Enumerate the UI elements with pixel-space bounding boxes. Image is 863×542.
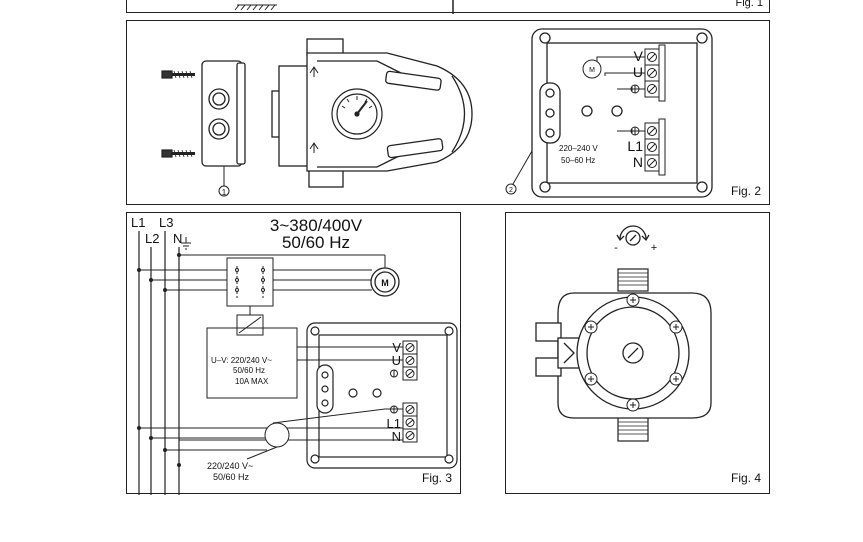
fig2-terminal-U: U — [633, 64, 643, 80]
fig2-supply-voltage: 220–240 V — [559, 144, 598, 153]
terminal-box — [306, 322, 458, 469]
fig2-terminal-L1: L1 — [627, 138, 643, 154]
fig1-partial-drawing — [234, 0, 454, 14]
ground-hatch-icon — [234, 4, 277, 11]
fig3-title-freq: 50/60 Hz — [282, 233, 350, 252]
fig2-drawing: 1 — [161, 28, 713, 198]
fig3-terminal-V: V — [392, 340, 401, 355]
pressure-controller — [271, 38, 473, 188]
fig1-caption: Fig. 1 — [735, 0, 763, 9]
ground-terminal-icon — [630, 84, 640, 136]
relay-line2: 50/60 Hz — [233, 366, 265, 375]
fig3-terminal-N: N — [392, 429, 401, 444]
callout-2-label: 2 — [509, 187, 513, 194]
bus-label-L3: L3 — [159, 215, 173, 230]
fig3-title-voltage: 3~380/400V — [270, 216, 363, 235]
fig3-panel: L1 L2 L3 N 3~380/400V 50/60 Hz — [126, 212, 461, 495]
fig3-terminal-L1: L1 — [387, 416, 401, 431]
motor-icon — [582, 59, 602, 79]
controller-housing — [535, 292, 712, 419]
bus-label-L1: L1 — [131, 215, 145, 230]
pressure-gauge-icon — [331, 88, 383, 140]
fig2-panel: 1 — [126, 20, 770, 205]
fig1-panel: Fig. 1 — [126, 0, 770, 14]
terminal-box — [531, 28, 713, 198]
fig3-supply-freq: 50/60 Hz — [213, 472, 250, 482]
wall-bracket — [201, 60, 246, 167]
fig3-supply-voltage: 220/240 V~ — [207, 461, 253, 471]
relay-line1: U–V: 220/240 V~ — [211, 356, 272, 365]
fig2-terminal-V: V — [634, 48, 644, 64]
screw-icon — [161, 149, 195, 158]
fig4-drawing: - + — [535, 225, 712, 442]
fig4-panel: - + Fig. 4 — [505, 212, 770, 494]
fig3-terminal-U: U — [392, 353, 401, 368]
fig3-motor-symbol: M — [381, 278, 389, 288]
relay-line3: 10A MAX — [235, 377, 269, 386]
ground-terminal-icon — [390, 369, 398, 414]
bus-lines — [138, 231, 180, 495]
fig2-motor-symbol: M — [589, 67, 595, 74]
rotation-arrow-icon — [616, 225, 650, 246]
bus-label-L2: L2 — [145, 231, 159, 246]
adjust-minus: - — [614, 242, 618, 254]
screw-icon — [161, 70, 195, 79]
fig3-caption: Fig. 3 — [421, 471, 452, 485]
terminal-block — [402, 340, 418, 443]
ground-symbol-icon — [181, 237, 191, 250]
fig2-terminal-N: N — [633, 154, 643, 170]
terminal-block — [644, 44, 666, 176]
supply-lamp-icon — [246, 422, 290, 460]
fig3-wiring-diagram: L1 L2 L3 N 3~380/400V 50/60 Hz — [131, 215, 458, 495]
motor-icon — [370, 267, 400, 297]
fig2-caption: Fig. 2 — [730, 184, 761, 198]
screw-icon — [584, 293, 683, 412]
fig2-supply-freq: 50–60 Hz — [561, 156, 595, 165]
fig4-caption: Fig. 4 — [730, 471, 761, 485]
adjust-plus: + — [651, 242, 657, 254]
bus-label-N: N — [173, 231, 182, 246]
callout-1-label: 1 — [222, 188, 227, 197]
